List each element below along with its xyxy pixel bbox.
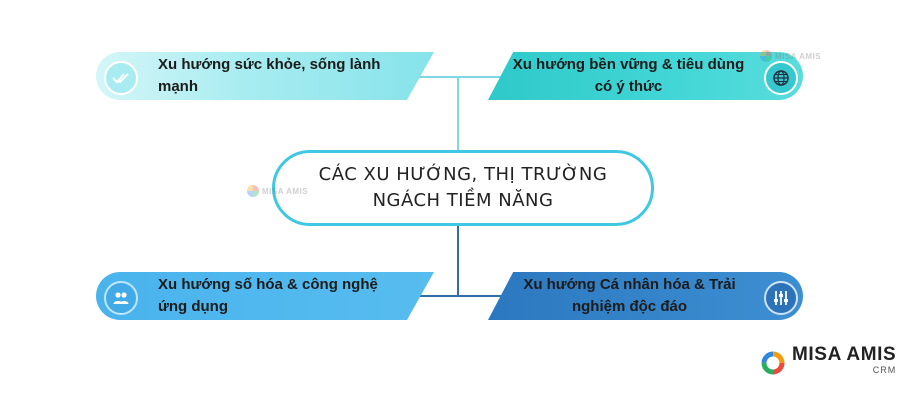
trend-box-personalization: Xu hướng Cá nhân hóa & Trải nghiệm độc đ…: [488, 272, 803, 320]
connector-bottom-horizontal: [345, 295, 570, 297]
brand-ring-icon: [761, 351, 785, 374]
trend-box-digital: Xu hướng số hóa & công nghệ ứng dụng: [96, 272, 434, 320]
watermark-logo: MISA AMIS: [247, 185, 308, 197]
connector-bottom-vertical: [457, 222, 459, 297]
trend-box-sustainable: Xu hướng bền vững & tiêu dùng có ý thức: [488, 52, 803, 100]
double-check-icon: [104, 61, 138, 95]
brand-logo: MISA AMIS CRM: [760, 345, 897, 377]
brand-sub: CRM: [872, 365, 897, 375]
trend-label-personalization: Xu hướng Cá nhân hóa & Trải nghiệm độc đ…: [523, 276, 736, 315]
globe-icon: [764, 61, 798, 95]
trend-label-health: Xu hướng sức khỏe, sống lành mạnh: [158, 56, 381, 95]
central-topic: CÁC XU HƯỚNG, THỊ TRƯỜNG NGÁCH TIỀM NĂNG: [272, 150, 654, 226]
central-topic-line-2: NGÁCH TIỀM NĂNG: [372, 190, 554, 211]
watermark-logo: MISA AMIS: [760, 50, 821, 62]
trend-box-health: Xu hướng sức khỏe, sống lành mạnh: [96, 52, 434, 100]
connector-top-vertical: [457, 76, 459, 153]
trend-label-sustainable: Xu hướng bền vững & tiêu dùng có ý thức: [512, 56, 745, 95]
users-icon: [104, 281, 138, 315]
sliders-icon: [764, 281, 798, 315]
trend-label-digital: Xu hướng số hóa & công nghệ ứng dụng: [158, 276, 378, 315]
central-topic-line-1: CÁC XU HƯỚNG, THỊ TRƯỜNG: [318, 164, 608, 185]
brand-name: MISA AMIS: [792, 344, 897, 365]
